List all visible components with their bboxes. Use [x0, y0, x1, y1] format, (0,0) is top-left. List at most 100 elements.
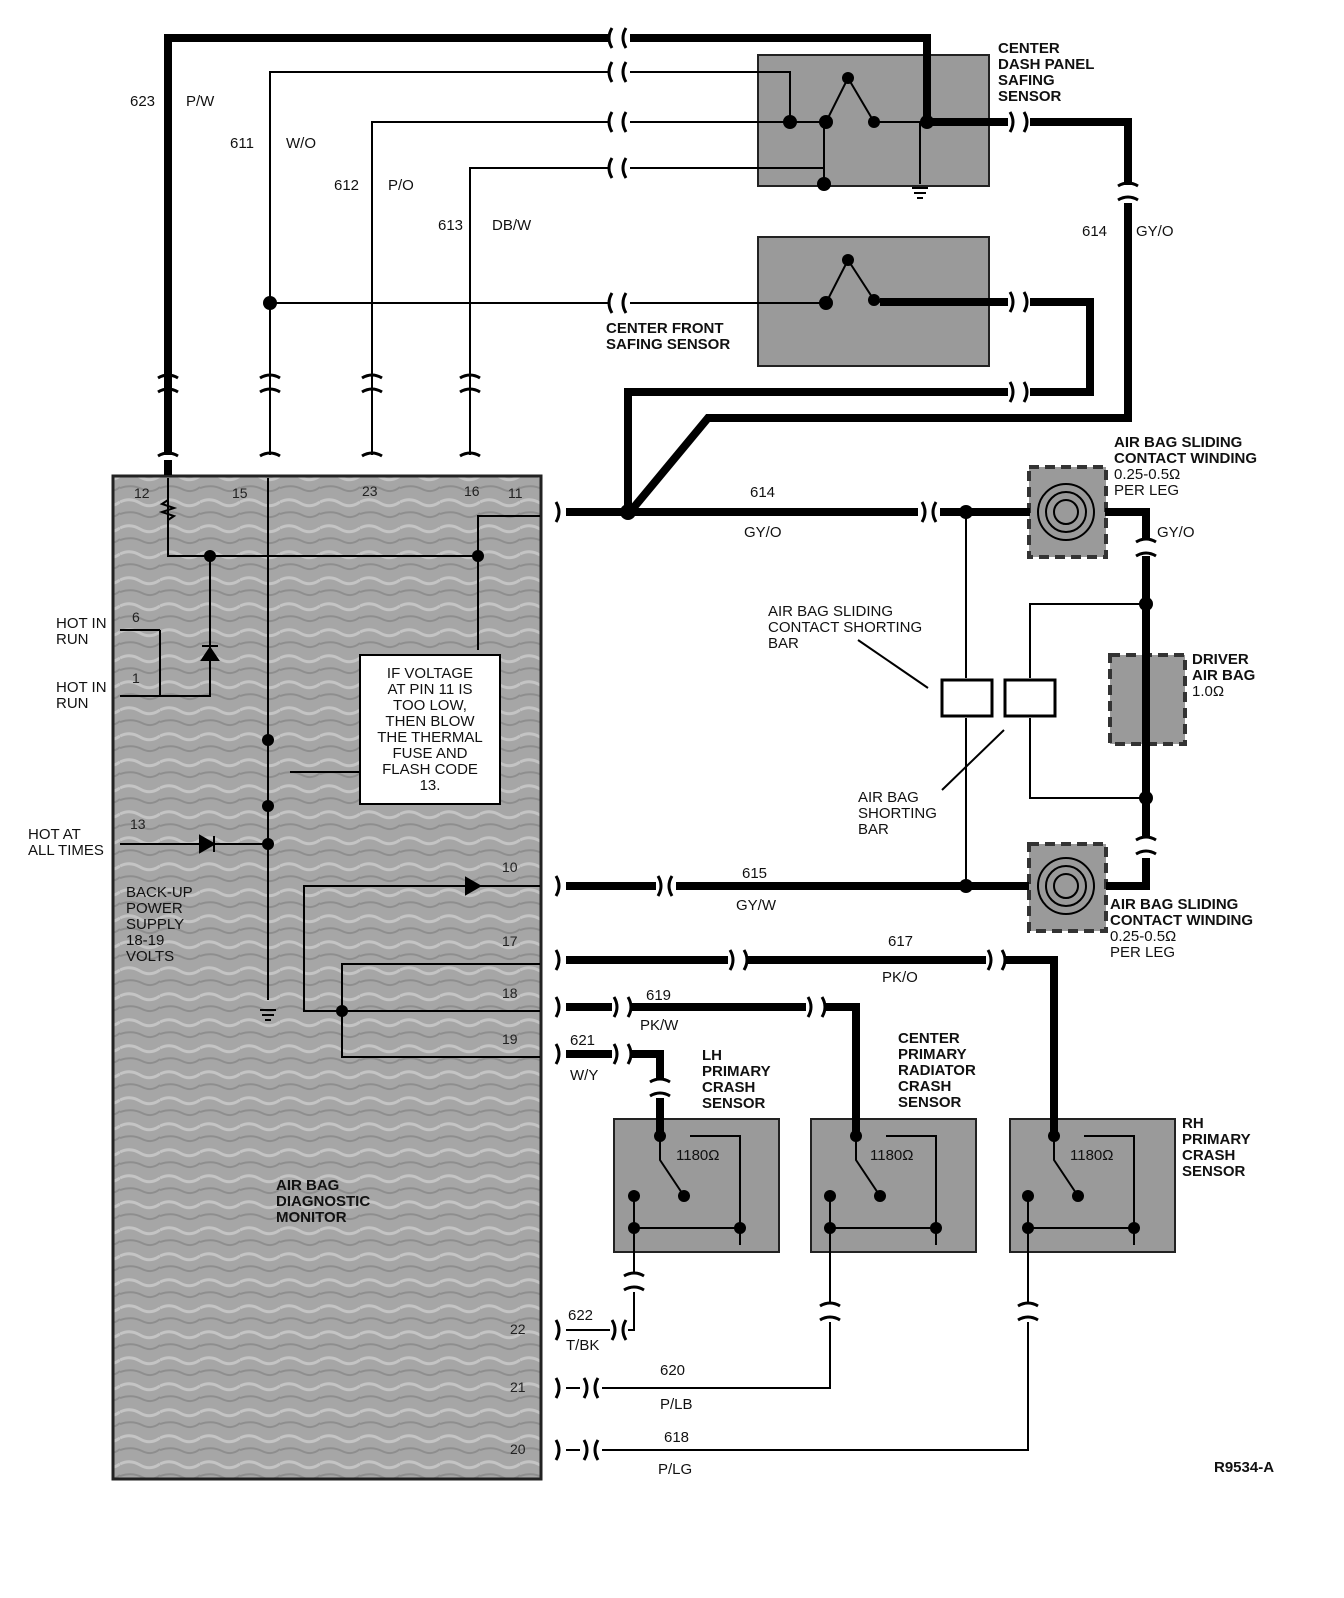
thermal-fuse-note-box [359, 654, 501, 805]
wire-623-color: P/W [186, 93, 215, 110]
svg-text:SHORTING: SHORTING [858, 805, 937, 822]
svg-text:18-19: 18-19 [126, 932, 164, 949]
figure-id: R9534-A [1214, 1459, 1274, 1476]
svg-text:BAR: BAR [858, 821, 889, 838]
svg-text:RUN: RUN [56, 631, 89, 648]
wire-617 [566, 956, 1058, 1136]
svg-text:CONTACT WINDING: CONTACT WINDING [1114, 450, 1257, 467]
hot-in-run-label-1: HOT IN RUN [56, 615, 107, 648]
wire-621 [566, 1050, 664, 1136]
wire-622 [566, 1228, 635, 1331]
wire-613-number: 613 [438, 217, 463, 234]
wire-618-color: P/LG [658, 1461, 692, 1478]
wire-620-number: 620 [660, 1362, 685, 1379]
rh-primary-crash-sensor-box [1009, 1118, 1176, 1253]
pin-13: 13 [130, 816, 146, 832]
svg-text:SENSOR: SENSOR [898, 1094, 962, 1111]
pin-17: 17 [502, 933, 518, 949]
hot-in-run-label-2: HOT IN RUN [56, 679, 107, 712]
pin-21: 21 [510, 1379, 526, 1395]
svg-text:PRIMARY: PRIMARY [1182, 1131, 1251, 1148]
svg-text:HOT AT: HOT AT [28, 826, 81, 843]
svg-text:THE THERMAL: THE THERMAL [377, 729, 483, 746]
svg-text:BAR: BAR [768, 635, 799, 652]
pin-18: 18 [502, 985, 518, 1001]
pin-15: 15 [232, 485, 248, 501]
pin-23: 23 [362, 483, 378, 499]
pin-22: 22 [510, 1321, 526, 1337]
svg-text:AIR BAG: AIR BAG [858, 789, 919, 806]
wire-622-number: 622 [568, 1307, 593, 1324]
thermal-fuse-note-text: IF VOLTAGE AT PIN 11 IS TOO LOW, THEN BL… [377, 665, 483, 794]
wire-618 [566, 1228, 1029, 1451]
svg-text:SAFING SENSOR: SAFING SENSOR [606, 336, 730, 353]
monitor-internals [120, 478, 540, 1058]
svg-text:CENTER: CENTER [898, 1030, 960, 1047]
wire-619-color: PK/W [640, 1017, 679, 1034]
lh-primary-crash-sensor-box [613, 1118, 780, 1253]
svg-text:CONTACT WINDING: CONTACT WINDING [1110, 912, 1253, 929]
svg-text:PER LEG: PER LEG [1110, 944, 1175, 961]
wire-619 [566, 1003, 860, 1136]
svg-text:AIR BAG SLIDING: AIR BAG SLIDING [768, 603, 893, 620]
svg-text:DRIVER: DRIVER [1192, 651, 1249, 668]
svg-text:PRIMARY: PRIMARY [702, 1063, 771, 1080]
lh-primary-crash-sensor-label: LH PRIMARY CRASH SENSOR [702, 1047, 771, 1112]
diagnostic-monitor-label: AIR BAG DIAGNOSTIC MONITOR [276, 1177, 370, 1226]
shorting-bar-label: AIR BAG SHORTING BAR [858, 789, 937, 838]
wire-617-number: 617 [888, 933, 913, 950]
backup-power-supply-label: BACK-UP POWER SUPPLY 18-19 VOLTS [126, 884, 193, 965]
svg-text:AT PIN 11 IS: AT PIN 11 IS [387, 681, 472, 698]
wire-618-number: 618 [664, 1429, 689, 1446]
svg-text:CENTER: CENTER [998, 40, 1060, 57]
diode-icon [465, 876, 483, 896]
center-sensor-resistor-value: 1180Ω [870, 1147, 913, 1164]
ground-icon [260, 1009, 276, 1021]
shorting-bar-right [1003, 678, 1057, 718]
ground-icon [912, 187, 928, 199]
svg-text:POWER: POWER [126, 900, 183, 917]
svg-text:RH: RH [1182, 1115, 1204, 1132]
svg-text:PER LEG: PER LEG [1114, 482, 1179, 499]
wire-611 [269, 71, 791, 455]
wire-617-color: PK/O [882, 969, 918, 986]
center-primary-crash-sensor-label: CENTER PRIMARY RADIATOR CRASH SENSOR [898, 1030, 976, 1111]
svg-text:1.0Ω: 1.0Ω [1192, 683, 1224, 700]
svg-text:MONITOR: MONITOR [276, 1209, 347, 1226]
wire-614-right-color: GY/O [1157, 524, 1195, 541]
hot-at-all-times-label: HOT AT ALL TIMES [28, 826, 104, 859]
shorting-bar-wires [965, 512, 1146, 886]
wire-619-number: 619 [646, 987, 671, 1004]
wire-623 [164, 34, 1008, 455]
wire-615-number: 615 [742, 865, 767, 882]
shorting-bar-left [940, 678, 994, 718]
wire-620 [566, 1228, 831, 1389]
wire-612-color: P/O [388, 177, 414, 194]
lh-sensor-resistor-value: 1180Ω [676, 1147, 719, 1164]
wire-611-number: 611 [230, 135, 254, 152]
connectors [157, 27, 1157, 1461]
pin-16: 16 [464, 483, 480, 499]
pin-11: 11 [508, 485, 523, 501]
svg-text:AIR BAG SLIDING: AIR BAG SLIDING [1114, 434, 1242, 451]
svg-text:FUSE AND: FUSE AND [392, 745, 467, 762]
wire-614-main [566, 508, 1150, 890]
svg-text:LH: LH [702, 1047, 722, 1064]
wire-621-color: W/Y [570, 1067, 598, 1084]
svg-text:SENSOR: SENSOR [998, 88, 1062, 105]
svg-text:SUPPLY: SUPPLY [126, 916, 184, 933]
svg-text:IF VOLTAGE: IF VOLTAGE [387, 665, 473, 682]
svg-text:0.25-0.5Ω: 0.25-0.5Ω [1114, 466, 1180, 483]
wire-614-number: 614 [750, 484, 775, 501]
center-dash-safing-sensor-label: CENTER DASH PANEL SAFING SENSOR [998, 40, 1094, 105]
wire-611-color: W/O [286, 135, 316, 152]
pin-12: 12 [134, 485, 150, 501]
svg-text:AIR BAG SLIDING: AIR BAG SLIDING [1110, 896, 1238, 913]
pin-6: 6 [132, 609, 140, 625]
svg-text:SENSOR: SENSOR [1182, 1163, 1246, 1180]
diode-icon [199, 834, 217, 854]
coil-icon [1037, 483, 1095, 915]
pin-1: 1 [132, 670, 140, 686]
svg-text:RADIATOR: RADIATOR [898, 1062, 976, 1079]
